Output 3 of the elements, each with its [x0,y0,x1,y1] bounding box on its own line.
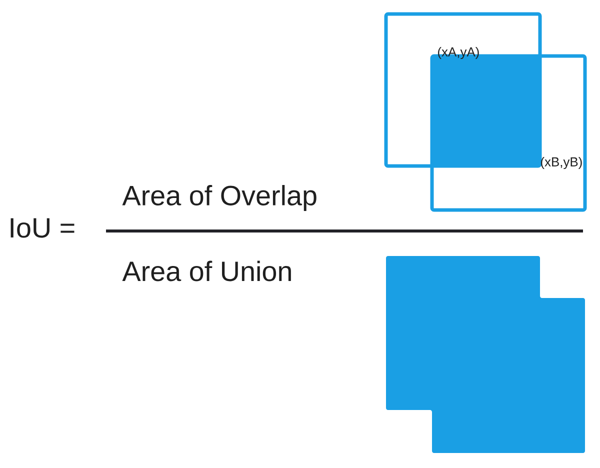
formula-label: IoU = [10,218,74,238]
denominator-text: Area of Union [122,260,291,282]
numerator-text: Area of Overlap [122,185,316,211]
